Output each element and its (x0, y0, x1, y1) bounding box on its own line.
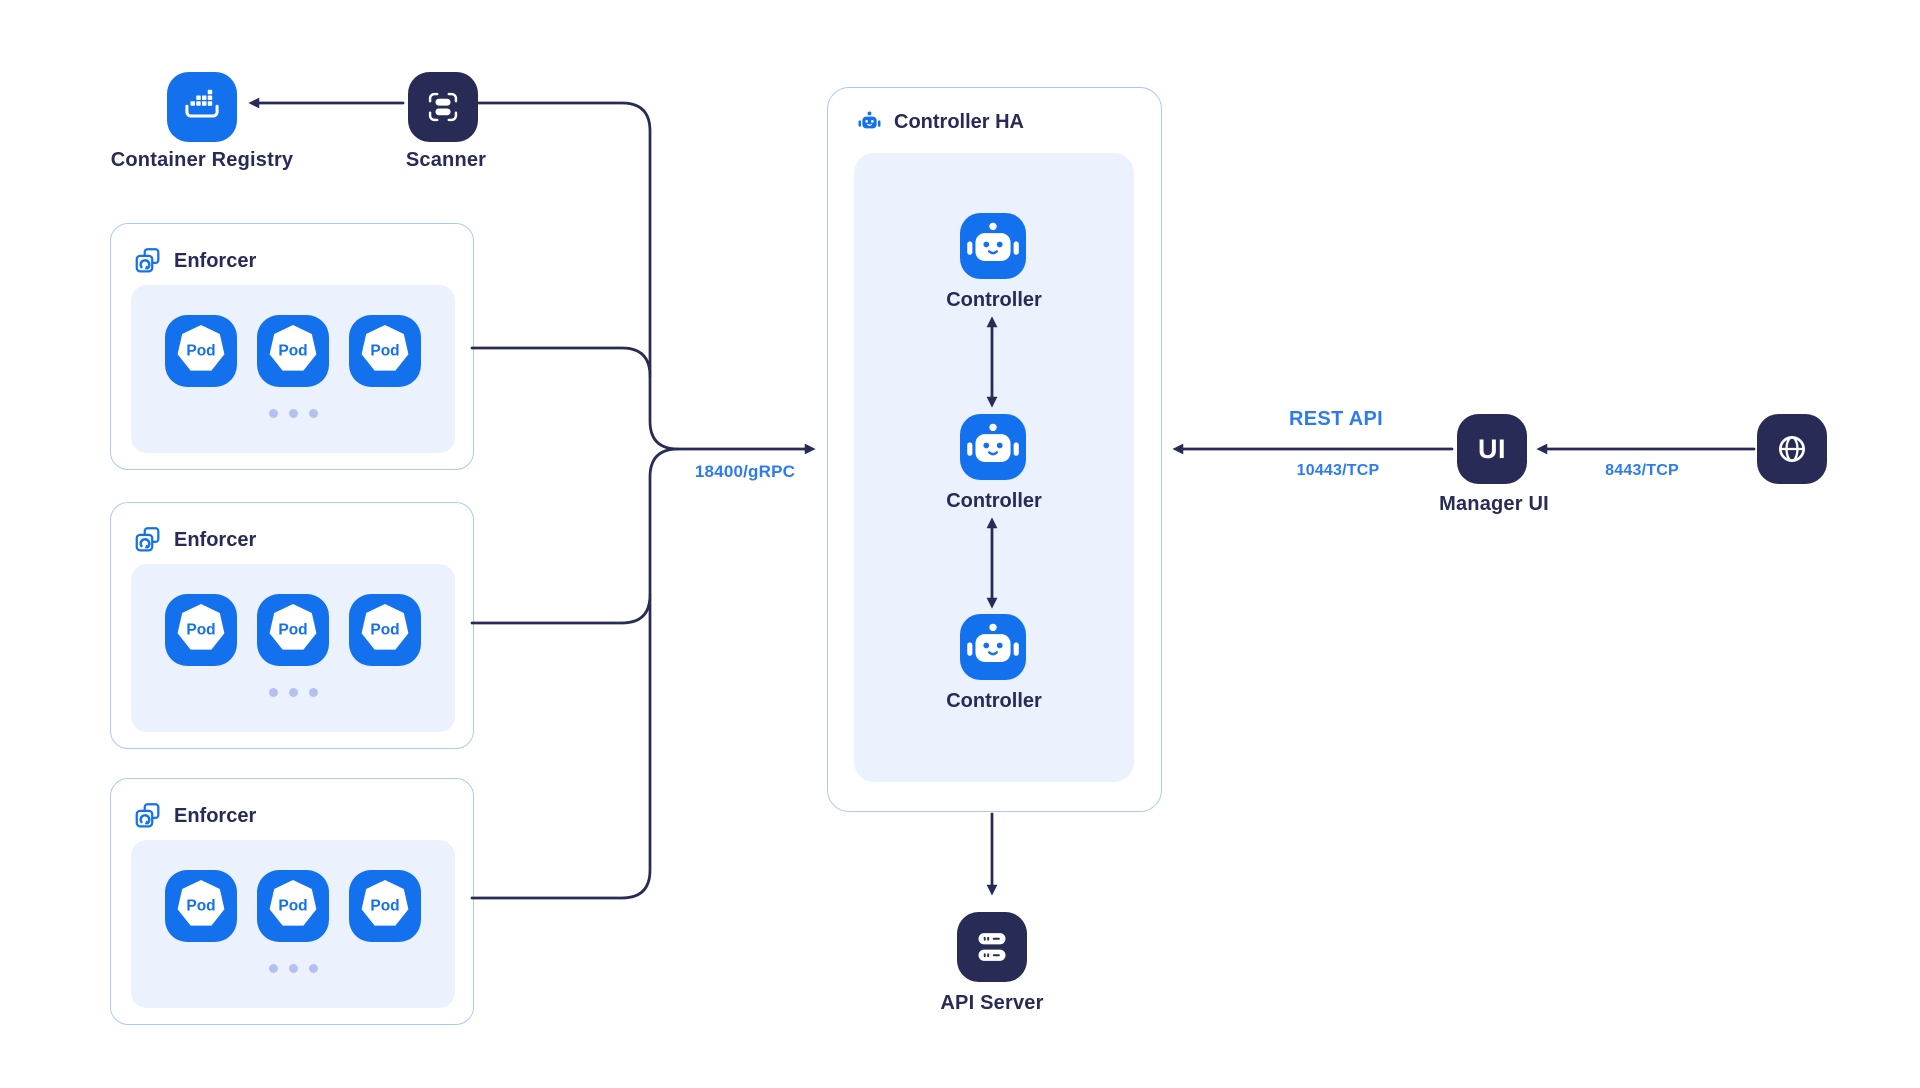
scan-bug-glyph (428, 92, 458, 122)
edge-enforcer3-to-trunk (470, 447, 680, 900)
enforcer-box-2: Enforcer Pod Pod Pod (110, 502, 474, 749)
grpc-port-label: 18400/gRPC (694, 462, 796, 481)
enforcer-header: Enforcer (133, 246, 256, 276)
pod-label: Pod (278, 898, 307, 915)
pods-panel: Pod Pod Pod (131, 285, 455, 453)
robot-glyph (967, 623, 1019, 662)
ellipsis-dots (131, 688, 455, 697)
enforcer-label: Enforcer (174, 528, 257, 551)
docker-containers-glyph (185, 89, 219, 118)
pods-panel: Pod Pod Pod (131, 564, 455, 732)
ellipsis-dots (131, 964, 455, 973)
robot-icon (858, 111, 881, 129)
pod-icon: Pod (257, 315, 329, 387)
globe-glyph (1779, 436, 1805, 462)
enforcer-icon (135, 803, 160, 828)
api-server-icon (957, 912, 1027, 982)
server-rack-glyph (978, 933, 1006, 961)
browser-port-label: 8443/TCP (1605, 462, 1679, 479)
pod-label: Pod (278, 622, 307, 639)
enforcer-box-1: Enforcer Pod Pod Pod (110, 223, 474, 470)
controller-label: Controller (946, 289, 1042, 311)
controller-ha-box: Controller HA Controller (827, 87, 1162, 812)
pod-icon: Pod (349, 594, 421, 666)
container-registry-icon (167, 72, 237, 142)
pod-icon: Pod (349, 870, 421, 942)
pod-icon: Pod (257, 870, 329, 942)
pod-label: Pod (186, 622, 215, 639)
robot-glyph (967, 423, 1019, 462)
controller-label: Controller (946, 490, 1042, 512)
controller-ha-header: Controller HA (856, 109, 1024, 136)
pod-label: Pod (370, 898, 399, 915)
pod-icon: Pod (165, 315, 237, 387)
controller-icon (960, 213, 1026, 279)
pod-icon: Pod (349, 315, 421, 387)
pod-label: Pod (186, 898, 215, 915)
rest-api-label: REST API (1289, 408, 1383, 430)
pod-label: Pod (370, 343, 399, 360)
scanner-icon (408, 72, 478, 142)
pod-icon: Pod (165, 594, 237, 666)
enforcer-icon (135, 527, 160, 552)
controller-ha-panel: Controller Controller (854, 153, 1134, 782)
pod-icon: Pod (257, 594, 329, 666)
controller-icon (960, 614, 1026, 680)
controller-icon (960, 414, 1026, 480)
pods-panel: Pod Pod Pod (131, 840, 455, 1008)
edge-enforcer2-to-trunk (470, 593, 652, 625)
controller-ha-label: Controller HA (894, 111, 1024, 133)
manager-ui-icon: UI (1457, 414, 1527, 484)
enforcer-header: Enforcer (133, 801, 256, 831)
scanner-label: Scanner (405, 149, 487, 171)
edge-trunk-to-controller-ha (476, 101, 816, 455)
controller-label: Controller (946, 690, 1042, 712)
pod-label: Pod (186, 343, 215, 360)
enforcer-box-3: Enforcer Pod Pod Pod (110, 778, 474, 1025)
globe-icon (1757, 414, 1827, 484)
enforcer-header: Enforcer (133, 525, 256, 555)
pod-label: Pod (278, 343, 307, 360)
enforcer-label: Enforcer (174, 249, 257, 272)
container-registry-label: Container Registry (110, 149, 294, 171)
pod-icon: Pod (165, 870, 237, 942)
ui-icon-text: UI (1478, 433, 1506, 464)
robot-glyph (967, 222, 1019, 261)
api-server-label: API Server (940, 992, 1044, 1014)
enforcer-icon (135, 248, 160, 273)
ellipsis-dots (131, 409, 455, 418)
edge-enforcer1-to-trunk (470, 346, 652, 378)
pod-label: Pod (370, 622, 399, 639)
manager-ui-label: Manager UI (1439, 493, 1549, 515)
enforcer-label: Enforcer (174, 804, 257, 827)
manager-port-label: 10443/TCP (1296, 462, 1380, 479)
